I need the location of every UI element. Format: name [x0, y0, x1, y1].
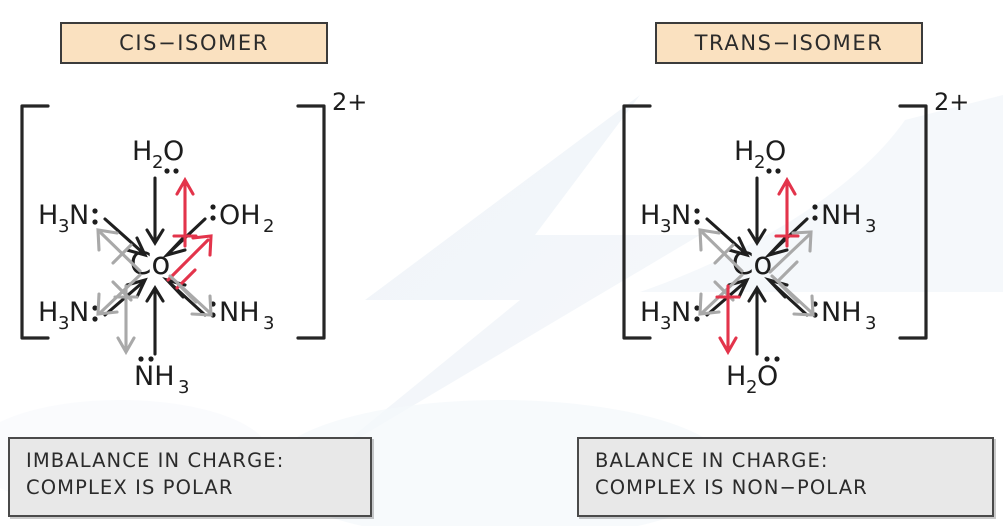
svg-text:H: H	[38, 200, 58, 231]
bracket-right-cis	[296, 104, 326, 340]
caption-trans: BALANCE IN CHARGE: COMPLEX IS NON−POLAR	[577, 437, 994, 517]
svg-text:N: N	[671, 200, 691, 231]
title-trans-label: TRANS−ISOMER	[694, 31, 884, 55]
svg-text:H: H	[640, 200, 660, 231]
ligand-top-right-trans: NH 3	[812, 200, 876, 237]
charge-label-cis: 2+	[332, 88, 367, 116]
svg-text:NH: NH	[134, 361, 175, 392]
charge-label-trans: 2+	[934, 88, 969, 116]
structure-cis: 2+ H 2 O H 3 N OH	[20, 88, 367, 398]
svg-text:H: H	[640, 297, 660, 328]
caption-trans-line1: BALANCE IN CHARGE:	[595, 449, 829, 472]
ligand-top-trans: H 2 O	[734, 136, 786, 174]
ligand-bottom-left-trans: H 3 N	[640, 297, 700, 334]
svg-text:NH: NH	[821, 200, 862, 231]
dipole-bottom-trans	[715, 284, 741, 356]
svg-text:NH: NH	[219, 297, 260, 328]
ligand-top-cis: H 2 O	[132, 136, 184, 174]
svg-text:N: N	[69, 297, 89, 328]
bracket-right-trans	[898, 104, 928, 340]
dipole-top-left-trans	[698, 228, 744, 273]
svg-text:OH: OH	[219, 200, 261, 231]
svg-text:NH: NH	[821, 297, 862, 328]
svg-text:H: H	[734, 136, 754, 167]
svg-text:3: 3	[865, 313, 876, 334]
svg-text:3: 3	[660, 216, 671, 237]
svg-text:2: 2	[754, 152, 765, 173]
dipole-top-right-trans	[768, 230, 813, 282]
bracket-left-trans	[622, 104, 652, 340]
svg-text:3: 3	[58, 313, 69, 334]
ligand-bottom-cis: NH 3	[134, 356, 189, 398]
title-cis-isomer: CIS−ISOMER	[60, 22, 328, 64]
svg-text:N: N	[69, 200, 89, 231]
svg-text:O: O	[163, 136, 184, 167]
svg-text:3: 3	[865, 216, 876, 237]
dipole-top-trans	[774, 176, 800, 248]
svg-text:3: 3	[58, 216, 69, 237]
ligand-top-left-trans: H 3 N	[640, 200, 700, 237]
caption-cis: IMBALANCE IN CHARGE: COMPLEX IS POLAR	[8, 437, 372, 517]
dipole-bottom-right-cis	[168, 274, 213, 317]
panel-cis: CIS−ISOMER 2+ H 2 O H 3 N	[0, 0, 501, 526]
svg-text:3: 3	[263, 313, 274, 334]
svg-text:O: O	[765, 136, 786, 167]
structure-trans: 2+ H 2 O H 3 N NH 3	[622, 88, 969, 398]
caption-cis-line1: IMBALANCE IN CHARGE:	[26, 449, 285, 472]
bracket-left-cis	[20, 104, 50, 340]
dipole-top-cis	[172, 176, 198, 248]
svg-text:3: 3	[178, 377, 189, 398]
svg-text:N: N	[671, 297, 691, 328]
svg-text:O: O	[757, 361, 778, 392]
dipole-bottom-right-trans	[770, 274, 815, 317]
panel-trans: TRANS−ISOMER 2+ H 2 O H 3 N	[502, 0, 1003, 526]
svg-text:2: 2	[746, 377, 757, 398]
dipole-bottom-cis	[113, 284, 139, 356]
svg-text:H: H	[132, 136, 152, 167]
ligand-bottom-right-trans: NH 3	[812, 297, 876, 334]
caption-cis-line2: COMPLEX IS POLAR	[26, 476, 234, 499]
ligand-top-right-cis: OH 2	[210, 200, 274, 237]
svg-text:3: 3	[660, 313, 671, 334]
caption-trans-line2: COMPLEX IS NON−POLAR	[595, 476, 868, 499]
ligand-top-left-cis: H 3 N	[38, 200, 98, 237]
dipole-top-left-cis	[96, 228, 142, 273]
ligand-bottom-right-cis: NH 3	[210, 297, 274, 334]
ligand-bottom-left-cis: H 3 N	[38, 297, 98, 334]
title-trans-isomer: TRANS−ISOMER	[655, 22, 923, 64]
svg-text:2: 2	[263, 216, 274, 237]
title-cis-label: CIS−ISOMER	[119, 31, 269, 55]
dipole-bottom-left-trans	[698, 273, 744, 316]
svg-text:2: 2	[152, 152, 163, 173]
ligand-bottom-trans: H 2 O	[726, 356, 780, 398]
dipole-bottom-left-cis	[96, 273, 142, 316]
svg-text:H: H	[726, 361, 746, 392]
svg-text:H: H	[38, 297, 58, 328]
